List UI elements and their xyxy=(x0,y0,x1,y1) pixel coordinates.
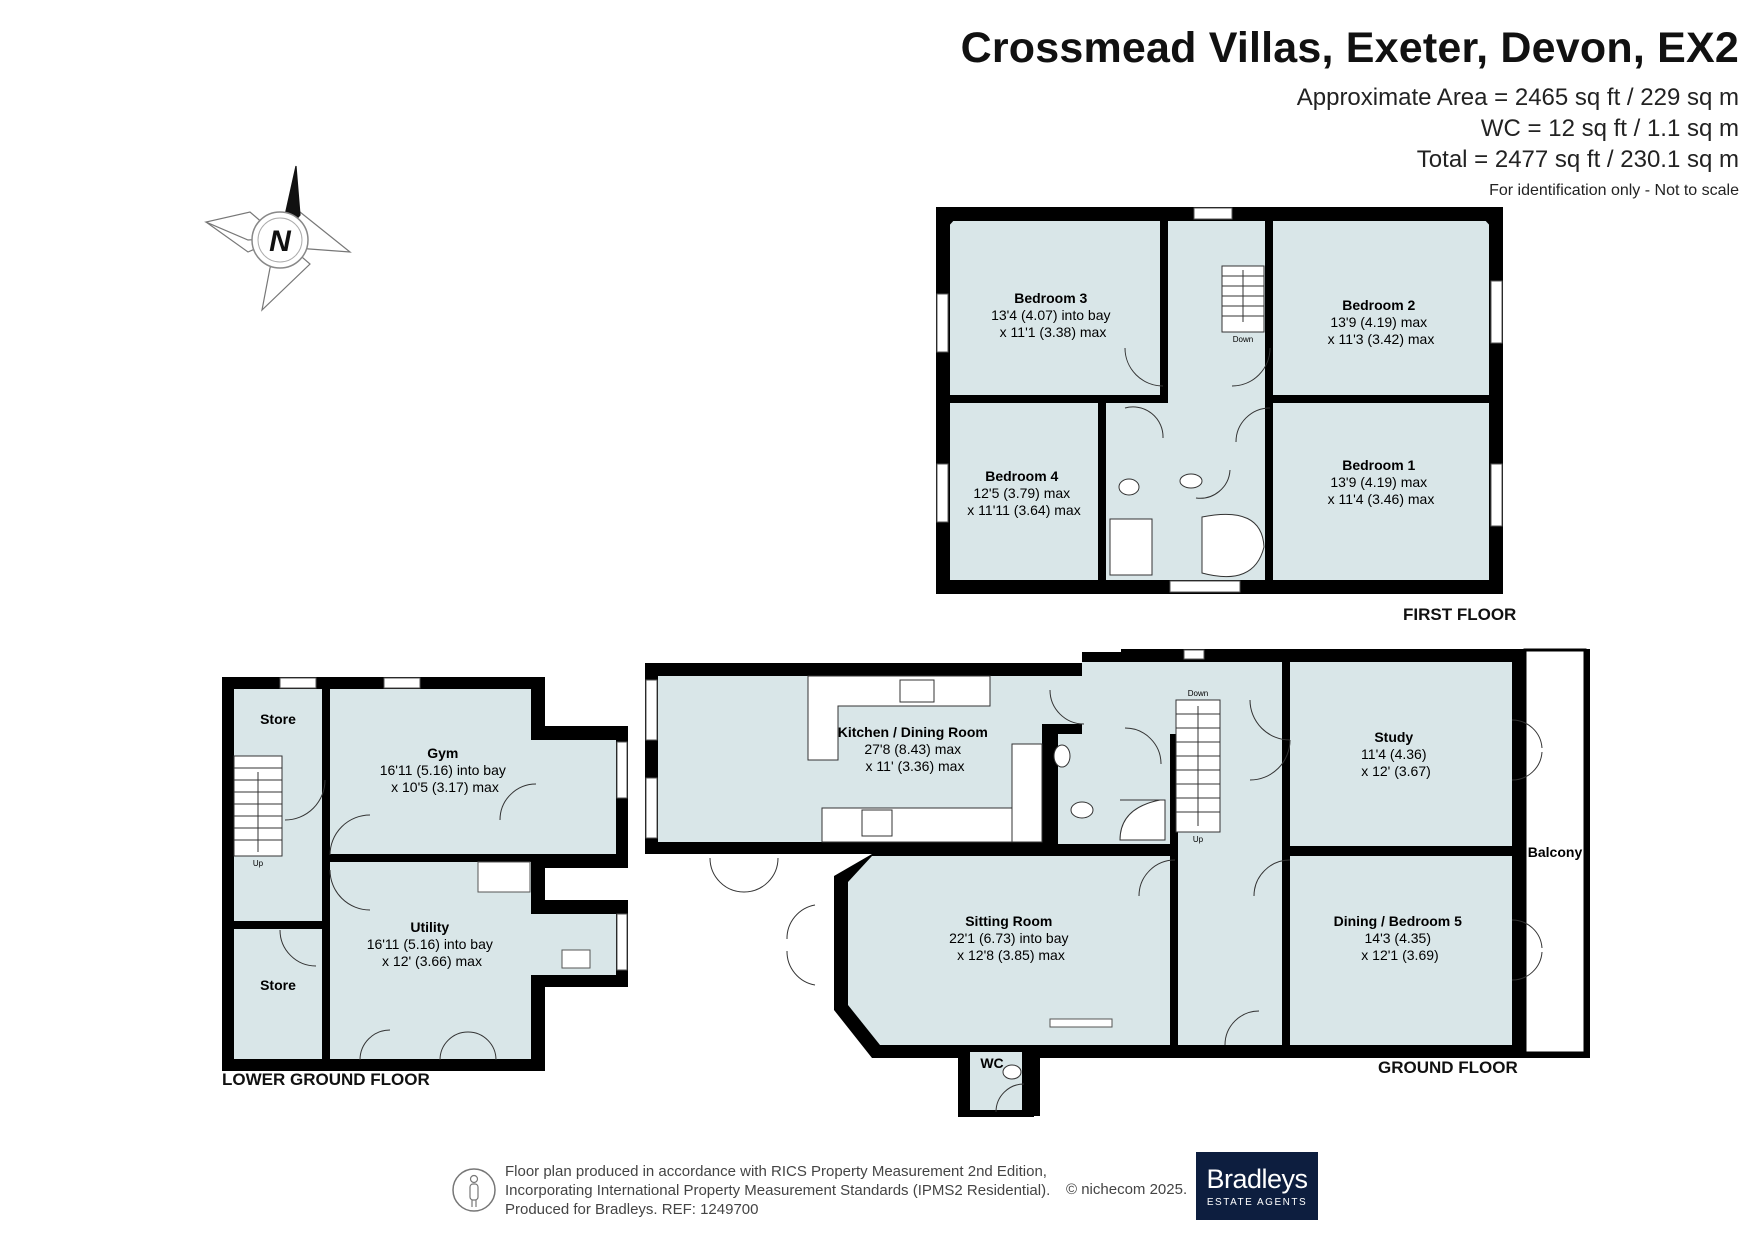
sitting-name: Sitting Room xyxy=(965,913,1052,929)
dining-dim1: 14'3 (4.35) xyxy=(1365,930,1432,946)
study-name: Study xyxy=(1374,729,1413,745)
svg-text:Study 11'4 (4.36): Study 11'4 (4.36) x 12' (3.67) xyxy=(1361,729,1431,779)
ground-floor-label: GROUND FLOOR xyxy=(1378,1058,1518,1077)
study-dim2: x 12' (3.67) xyxy=(1361,763,1431,779)
footer-line3: Produced for Bradleys. REF: 1249700 xyxy=(505,1201,759,1218)
bedroom2-room xyxy=(1273,221,1489,395)
dining-dim2: x 12'1 (3.69) xyxy=(1361,947,1438,963)
footer-line2: Incorporating International Property Mea… xyxy=(505,1182,1051,1199)
gym-room xyxy=(330,689,616,854)
kitchen-dim1: 27'8 (8.43) max xyxy=(864,741,961,757)
dining-room xyxy=(1290,856,1512,1045)
ground-floor-plan: Kitchen / Dining Room 27'8 (8.43) max x … xyxy=(645,648,1590,1117)
first-floor-label: FIRST FLOOR xyxy=(1403,605,1517,624)
logo-main-text: Bradleys xyxy=(1206,1164,1308,1194)
svg-text:Dining / Bedroom 5 14'3: Dining / Bedroom 5 14'3 (4.35) x 12'1 (3… xyxy=(1334,913,1467,963)
logo-sub-text: ESTATE AGENTS xyxy=(1206,1197,1308,1208)
bedroom3-room xyxy=(950,221,1160,395)
sitting-room xyxy=(848,856,1170,1045)
dining-name: Dining / Bedroom 5 xyxy=(1334,913,1463,929)
area-approx: Approximate Area = 2465 sq ft / 229 sq m xyxy=(1296,84,1739,111)
lower-ground-floor-plan: Store Store Up Gym 16'11 (5.16) into bay… xyxy=(222,677,628,1071)
gym-dim1: 16'11 (5.16) into bay xyxy=(380,762,506,778)
bedroom2-name: Bedroom 2 xyxy=(1342,297,1415,313)
bedroom1-room xyxy=(1273,403,1489,580)
kitchen-dim2: x 11' (3.36) max xyxy=(866,758,965,774)
rics-person-icon xyxy=(452,1168,496,1212)
bedroom1-name: Bedroom 1 xyxy=(1342,457,1415,473)
scale-note: For identification only - Not to scale xyxy=(1489,182,1739,199)
balcony-area xyxy=(1525,650,1585,1053)
bedroom1-dim2: x 11'4 (3.46) max xyxy=(1328,491,1435,507)
svg-text:Bedroom 2 13'9 (4.19) ma: Bedroom 2 13'9 (4.19) max x 11'3 (3.42) … xyxy=(1328,297,1435,347)
store-bottom-label: Store xyxy=(260,977,296,993)
svg-text:Bedroom 4 12'5 (3.79) ma: Bedroom 4 12'5 (3.79) max x 11'11 (3.64)… xyxy=(967,468,1080,518)
study-dim1: 11'4 (4.36) xyxy=(1361,746,1426,762)
store-top-room xyxy=(234,689,322,749)
area-total: Total = 2477 sq ft / 230.1 sq m xyxy=(1416,146,1739,173)
ground-stairs-up-label: Up xyxy=(1193,835,1204,844)
bradleys-logo: Bradleys ESTATE AGENTS xyxy=(1196,1152,1318,1220)
bedroom3-dim1: 13'4 (4.07) into bay xyxy=(991,307,1110,323)
bedroom1-dim1: 13'9 (4.19) max xyxy=(1330,474,1427,490)
first-floor-plan: Bedroom 3 13'4 (4.07) into bay x 11'1 (3… xyxy=(936,207,1503,594)
svg-text:Bedroom 3 13'4 (4.07) in: Bedroom 3 13'4 (4.07) into bay x 11'1 (3… xyxy=(991,290,1115,340)
study-room xyxy=(1290,662,1512,846)
area-wc: WC = 12 sq ft / 1.1 sq m xyxy=(1480,115,1739,142)
bedroom4-dim2: x 11'11 (3.64) max xyxy=(967,502,1080,518)
bedroom4-name: Bedroom 4 xyxy=(985,468,1058,484)
bedroom2-dim2: x 11'3 (3.42) max xyxy=(1328,331,1435,347)
gym-dim2: x 10'5 (3.17) max xyxy=(391,779,499,795)
bedroom3-dim2: x 11'1 (3.38) max xyxy=(1000,324,1107,340)
first-floor-stairs xyxy=(1221,265,1265,333)
store-bottom-room xyxy=(234,929,322,1059)
store-top-label: Store xyxy=(260,711,296,727)
compass-letter: N xyxy=(269,225,292,258)
svg-text:Bedroom 1 13'9 (4.19) ma: Bedroom 1 13'9 (4.19) max x 11'4 (3.46) … xyxy=(1328,457,1435,507)
ground-stairs-down-label: Down xyxy=(1188,689,1208,698)
utility-dim2: x 12' (3.66) max xyxy=(382,953,482,969)
footer-notes: Floor plan produced in accordance with R… xyxy=(505,1162,1050,1219)
sitting-dim1: 22'1 (6.73) into bay xyxy=(949,930,1068,946)
first-stairs-label: Down xyxy=(1233,335,1253,344)
svg-text:Gym 16'11 (5.16) into ba: Gym 16'11 (5.16) into bay x 10'5 (3.17) … xyxy=(380,745,511,795)
bedroom4-dim1: 12'5 (3.79) max xyxy=(973,485,1070,501)
svg-text:Sitting Room 22'1 (6.73): Sitting Room 22'1 (6.73) into bay x 12'8… xyxy=(949,913,1073,963)
utility-room xyxy=(330,862,616,1059)
lower-stairs xyxy=(233,755,283,857)
svg-text:Kitchen / Dining Room 27: Kitchen / Dining Room 27'8 (8.43) max x … xyxy=(838,724,993,774)
property-title: Crossmead Villas, Exeter, Devon, EX2 xyxy=(960,24,1739,72)
ground-stairs xyxy=(1175,699,1221,833)
compass-rose-icon: N xyxy=(204,165,352,312)
balcony-label: Balcony xyxy=(1528,844,1583,860)
sitting-dim2: x 12'8 (3.85) max xyxy=(957,947,1065,963)
bedroom4-room xyxy=(950,403,1098,580)
kitchen-name: Kitchen / Dining Room xyxy=(838,724,988,740)
copyright-text: © nichecom 2025. xyxy=(1066,1181,1188,1198)
wc-room xyxy=(970,1052,1022,1110)
wc-label: WC xyxy=(980,1055,1003,1071)
landing-lower xyxy=(1106,403,1265,466)
bedroom2-dim1: 13'9 (4.19) max xyxy=(1330,314,1427,330)
lower-stairs-label: Up xyxy=(253,859,264,868)
bedroom3-name: Bedroom 3 xyxy=(1014,290,1087,306)
utility-dim1: 16'11 (5.16) into bay xyxy=(367,936,493,952)
gym-name: Gym xyxy=(427,745,458,761)
utility-name: Utility xyxy=(410,919,449,935)
lower-ground-floor-label: LOWER GROUND FLOOR xyxy=(222,1070,430,1089)
footer-line1: Floor plan produced in accordance with R… xyxy=(505,1163,1047,1180)
svg-text:Utility 16'11 (5.16) int: Utility 16'11 (5.16) into bay x 12' (3.6… xyxy=(367,919,498,969)
